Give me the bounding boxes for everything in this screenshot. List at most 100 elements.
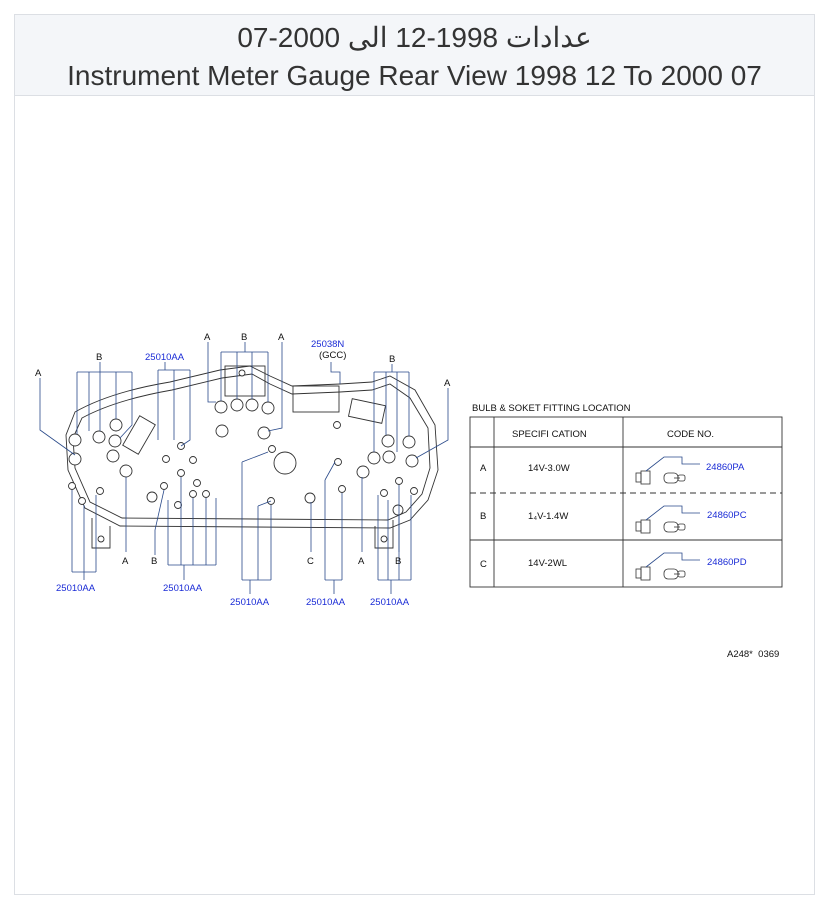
title-english: Instrument Meter Gauge Rear View 1998 12…	[67, 60, 762, 91]
bulb-socket	[230, 398, 244, 412]
leader-line	[241, 451, 272, 594]
bulb-socket	[381, 434, 395, 448]
terminal	[68, 482, 76, 490]
terminal	[160, 482, 168, 490]
leader-line	[157, 362, 191, 447]
mount-tab-right	[374, 520, 394, 549]
part-number-25038n: 25038N	[311, 339, 344, 350]
part-number-25010aa: 25010AA	[306, 597, 346, 608]
bulb-socket	[68, 452, 82, 466]
label-gcc: (GCC)	[319, 350, 346, 361]
terminal	[162, 455, 170, 463]
reference-code: A248* 0369	[727, 649, 779, 660]
table-header-spec: SPECIFI CATION	[512, 429, 587, 440]
terminal	[189, 456, 197, 464]
bulb-socket-icon	[635, 552, 700, 581]
mount-hole-left	[97, 535, 105, 543]
table-row-code: 24860PD	[707, 557, 747, 568]
leader-line	[324, 461, 343, 594]
terminal	[268, 445, 276, 453]
bulb-socket	[92, 430, 106, 444]
bulb-socket	[367, 451, 381, 465]
top-bracket	[224, 365, 266, 397]
bulb-socket	[108, 434, 122, 448]
terminal	[202, 490, 210, 498]
terminal	[410, 487, 418, 495]
leader-line	[167, 477, 217, 580]
terminal	[78, 497, 86, 505]
leader-line	[415, 388, 449, 459]
label-a: A	[278, 332, 285, 343]
part-number-25010aa: 25010AA	[163, 583, 203, 594]
label-a: A	[444, 378, 451, 389]
bulb-socket-table: BULB & SOKET FITTING LOCATION SPECIFI CA…	[469, 403, 783, 588]
leader-line	[207, 342, 216, 403]
top-bracket-hole	[238, 369, 246, 377]
title-arabic: عدادات 1998-12 الى 2000-07	[237, 22, 592, 53]
leader-line	[373, 364, 410, 452]
page-header: عدادات 1998-12 الى 2000-07 Instrument Me…	[15, 15, 814, 96]
leader-line	[267, 342, 283, 432]
table-row-spec: 14V-3.0W	[528, 463, 570, 474]
leader-line	[154, 489, 165, 555]
gcc-connector	[292, 385, 340, 413]
terminal	[96, 487, 104, 495]
bulb-socket	[356, 465, 370, 479]
terminal	[189, 490, 197, 498]
table-row-code: 24860PC	[707, 510, 747, 521]
table-border	[469, 416, 783, 588]
bulb-socket	[214, 400, 228, 414]
table-title: BULB & SOKET FITTING LOCATION	[472, 403, 631, 414]
bulb-socket	[119, 464, 133, 478]
leader-line	[39, 378, 76, 456]
sockets	[68, 398, 419, 516]
label-a: A	[204, 332, 211, 343]
part-number-25010aa: 25010AA	[230, 597, 270, 608]
label-b: B	[395, 556, 401, 567]
label-b: B	[96, 352, 102, 363]
bulb-socket	[392, 504, 404, 516]
bulb-socket	[405, 454, 419, 468]
terminal	[395, 477, 403, 485]
label-a: A	[122, 556, 129, 567]
terminal	[333, 421, 341, 429]
part-number-25010aa: 25010AA	[56, 583, 96, 594]
label-b: B	[389, 354, 395, 365]
bulb-socket	[106, 449, 120, 463]
bulb-socket-icon	[635, 456, 700, 485]
bulb-socket	[382, 450, 396, 464]
bulb-socket-icon	[635, 505, 700, 534]
mount-tab-left	[91, 518, 111, 549]
bulb-socket	[257, 426, 271, 440]
part-number-25010aa: 25010AA	[370, 597, 410, 608]
center-hub	[273, 451, 297, 475]
table-row-spec: 1₄V-1.4W	[528, 511, 568, 522]
table-row-code: 24860PA	[706, 462, 745, 473]
bulb-socket	[146, 491, 158, 503]
terminal	[177, 469, 185, 477]
label-c: C	[307, 556, 314, 567]
terminal	[380, 489, 388, 497]
label-b: B	[241, 332, 247, 343]
leader-line	[220, 342, 269, 402]
table-row-spec: 14V-2WL	[528, 558, 567, 569]
connector-right	[347, 398, 387, 424]
leader-line	[330, 362, 341, 384]
table-row-key: B	[480, 511, 486, 522]
terminal	[174, 501, 182, 509]
bulb-socket	[261, 401, 275, 415]
bulb-socket	[68, 433, 82, 447]
bulb-socket	[245, 398, 259, 412]
mount-hole-right	[380, 535, 388, 543]
terminal	[193, 479, 201, 487]
leader-line	[76, 362, 133, 439]
table-row-key: C	[480, 559, 487, 570]
part-number-25010aa: 25010AA	[145, 352, 185, 363]
terminal	[334, 458, 342, 466]
connector-left	[122, 415, 156, 455]
table-row-key: A	[480, 463, 487, 474]
label-a: A	[358, 556, 365, 567]
leader-line	[71, 490, 97, 580]
label-a: A	[35, 368, 42, 379]
